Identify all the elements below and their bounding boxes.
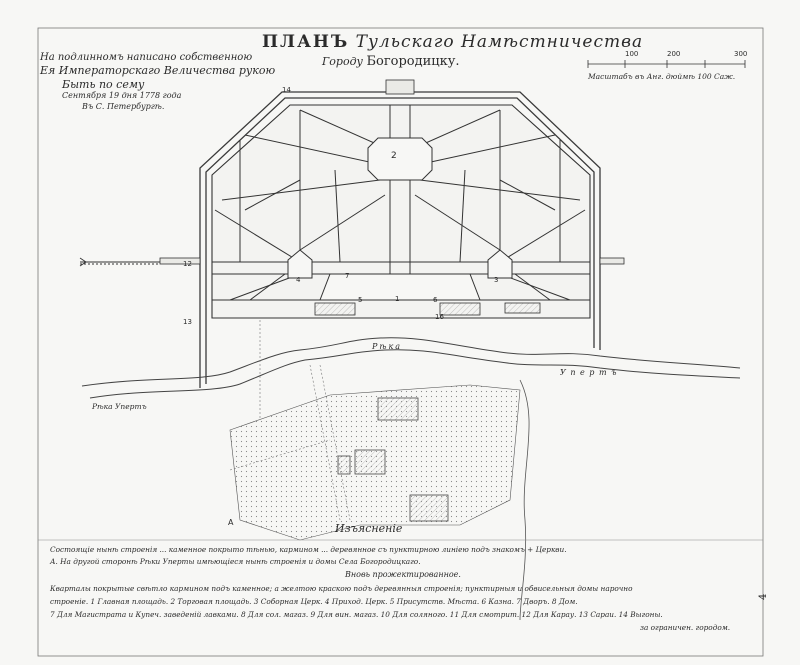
scale-tick-300: 300 [734, 50, 748, 58]
west-road [79, 257, 160, 267]
label-A: А [228, 518, 234, 527]
page-number: 4 [758, 593, 769, 600]
approval-line-3: Быть по сему [62, 78, 145, 91]
legend-line-2: А. На другой сторонѣ Рѣки Уперты имѣющіе… [50, 557, 421, 566]
river-label-upert: У п е р т ъ [560, 368, 618, 377]
legend-line-4: строеніе. 1 Главная площадь. 2 Торговая … [50, 597, 578, 606]
label-13: 13 [183, 318, 192, 326]
plaza-buildings [314, 302, 541, 316]
map-title: ПЛАНЪ Тульскаго Намѣстничества [262, 32, 644, 52]
river-label-reka: Рѣка [372, 342, 402, 351]
sheet-border [37, 27, 764, 657]
approval-line-4: Сентября 19 дня 1778 года [62, 91, 182, 100]
village-buildings [337, 397, 449, 522]
label-1: 1 [395, 295, 400, 303]
legend-line-5: 7 Для Магистрата и Купеч. заведеній лавк… [50, 610, 663, 619]
approval-line-5: Въ С. Петербургѣ. [82, 102, 165, 111]
label-7: 7 [345, 272, 350, 280]
river-upert [81, 337, 741, 399]
legend-title: Изъясненіе [335, 522, 403, 535]
label-14: 14 [282, 86, 291, 94]
map-subtitle: Городу Богородицку. [322, 54, 460, 69]
scale-bar [587, 60, 746, 68]
legend-line-1: Состоящіе нынѣ строенія ... каменное пок… [50, 545, 567, 554]
label-16: 16 [435, 313, 444, 321]
label-2: 2 [391, 151, 397, 161]
label-12: 12 [183, 260, 192, 268]
scale-label: Масштабъ въ Анг. дюймѣ 100 Саж. [588, 72, 736, 81]
central-square [367, 137, 433, 181]
legend-line-3: Кварталы покрытые свѣтло кармином подъ к… [50, 584, 633, 593]
main-plaza [319, 273, 481, 301]
label-6: 6 [433, 296, 438, 304]
label-4: 4 [296, 276, 301, 284]
legend-subtitle: Вновь прожектированное. [345, 570, 461, 579]
approval-line-2: Ея Императорскаго Величества рукою [40, 64, 276, 77]
river-label-reka-upert: Рѣка Упертъ [92, 402, 147, 411]
scale-tick-200: 200 [667, 50, 681, 58]
scale-tick-100: 100 [625, 50, 639, 58]
label-5: 5 [358, 296, 363, 304]
church-squares [287, 249, 513, 279]
village-roads [229, 320, 351, 521]
lake-shore [519, 379, 530, 621]
legend-line-6: за ограничен. городом. [640, 623, 731, 632]
approval-line-1: На подлинномъ написано собственною [40, 52, 253, 63]
label-3: 3 [494, 276, 499, 284]
gate-blocks [159, 79, 625, 265]
